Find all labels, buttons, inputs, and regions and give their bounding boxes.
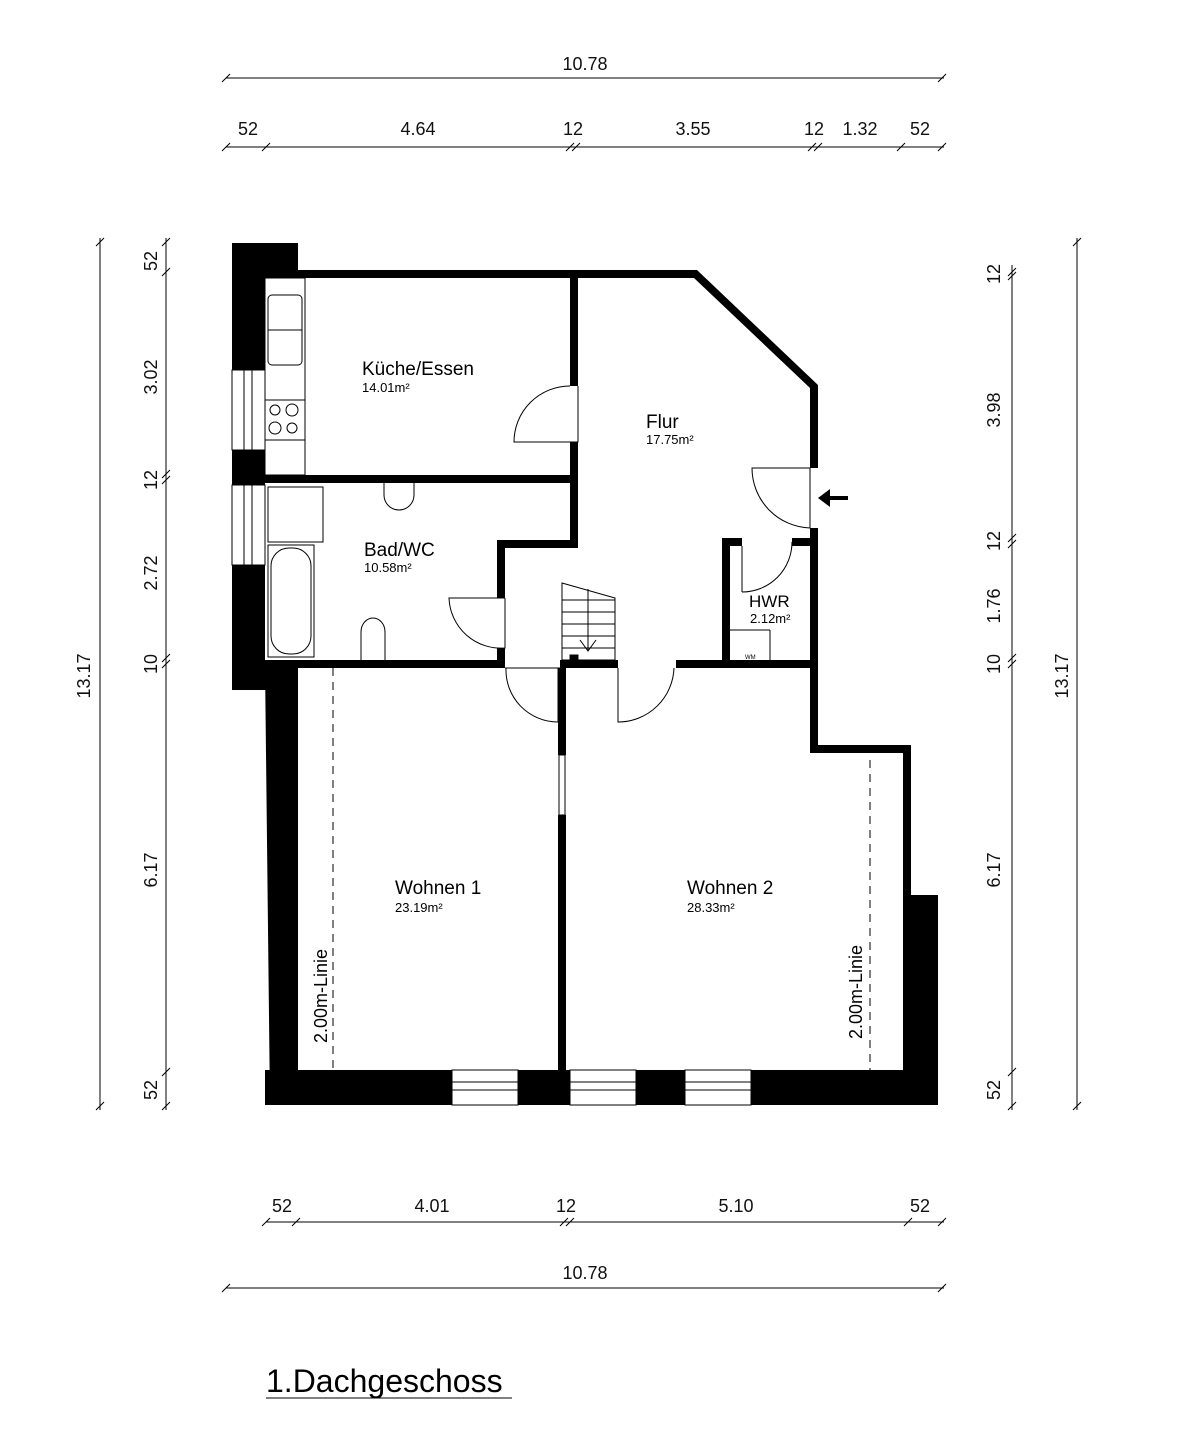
dim-right-5: 6.17 [984,852,1004,887]
dim-left-2: 12 [141,470,161,490]
room-name-flur: Flur [646,412,679,433]
walls [232,243,938,1105]
fixtures [264,277,871,1070]
dim-top-1: 4.64 [400,119,435,139]
floor-title: 1.Dachgeschoss [266,1363,503,1399]
dimension-texts: 10.78 52 4.64 12 3.55 12 1.32 52 52 4.01… [74,54,1072,1283]
room-area-kueche: 14.01m² [362,380,410,395]
room-name-wohnen2: Wohnen 2 [687,878,773,899]
height-line-right: 2.00m-Linie [846,945,866,1039]
room-name-hwr: HWR [749,592,790,611]
dim-right-3: 1.76 [984,588,1004,623]
doors [448,385,811,723]
door-hwr [741,541,793,593]
dim-top-5: 1.32 [842,119,877,139]
dim-right-0: 12 [984,264,1004,284]
dim-left-4: 10 [141,654,161,674]
dim-top-0: 52 [238,119,258,139]
room-area-wohnen1: 23.19m² [395,900,443,915]
door-entrance [751,467,811,529]
dim-bottom-1: 4.01 [414,1196,449,1216]
dim-top-4: 12 [804,119,824,139]
dim-right-total: 13.17 [1052,653,1072,698]
door-kitchen [513,385,579,443]
dimension-lines [95,73,1082,1293]
dim-right-2: 12 [984,531,1004,551]
wm-label: WM [745,655,756,661]
dim-top-3: 3.55 [675,119,710,139]
dim-left-0: 52 [141,251,161,271]
dim-top-total: 10.78 [562,54,607,74]
room-labels: Küche/Essen 14.01m² Flur 17.75m² Bad/WC … [311,359,866,1043]
door-wohnen1 [505,667,560,723]
dim-top-6: 52 [910,119,930,139]
dim-right-4: 10 [984,654,1004,674]
entrance-arrow-icon [818,489,848,507]
dim-bottom-4: 52 [910,1196,930,1216]
height-line-left: 2.00m-Linie [311,949,331,1043]
dim-left-3: 2.72 [141,555,161,590]
room-area-hwr: 2.12m² [750,611,791,626]
dim-bottom-0: 52 [272,1196,292,1216]
dim-top-2: 12 [563,119,583,139]
dim-bottom-3: 5.10 [718,1196,753,1216]
room-area-wohnen2: 28.33m² [687,900,735,915]
room-area-bad: 10.58m² [364,560,412,575]
room-name-bad: Bad/WC [364,540,435,561]
door-bath [448,597,506,649]
door-wohnen2 [617,667,675,723]
tick-marks [95,73,1082,1293]
dim-left-5: 6.17 [141,852,161,887]
dim-bottom-2: 12 [556,1196,576,1216]
room-name-wohnen1: Wohnen 1 [395,878,481,899]
stairs [561,582,616,662]
windows [231,369,752,1106]
dim-left-total: 13.17 [74,653,94,698]
room-area-flur: 17.75m² [646,432,694,447]
dim-left-6: 52 [141,1080,161,1100]
room-name-kueche: Küche/Essen [362,359,474,380]
dim-right-6: 52 [984,1080,1004,1100]
dim-left-1: 3.02 [141,359,161,394]
dim-bottom-total: 10.78 [562,1263,607,1283]
dim-right-1: 3.98 [984,392,1004,427]
